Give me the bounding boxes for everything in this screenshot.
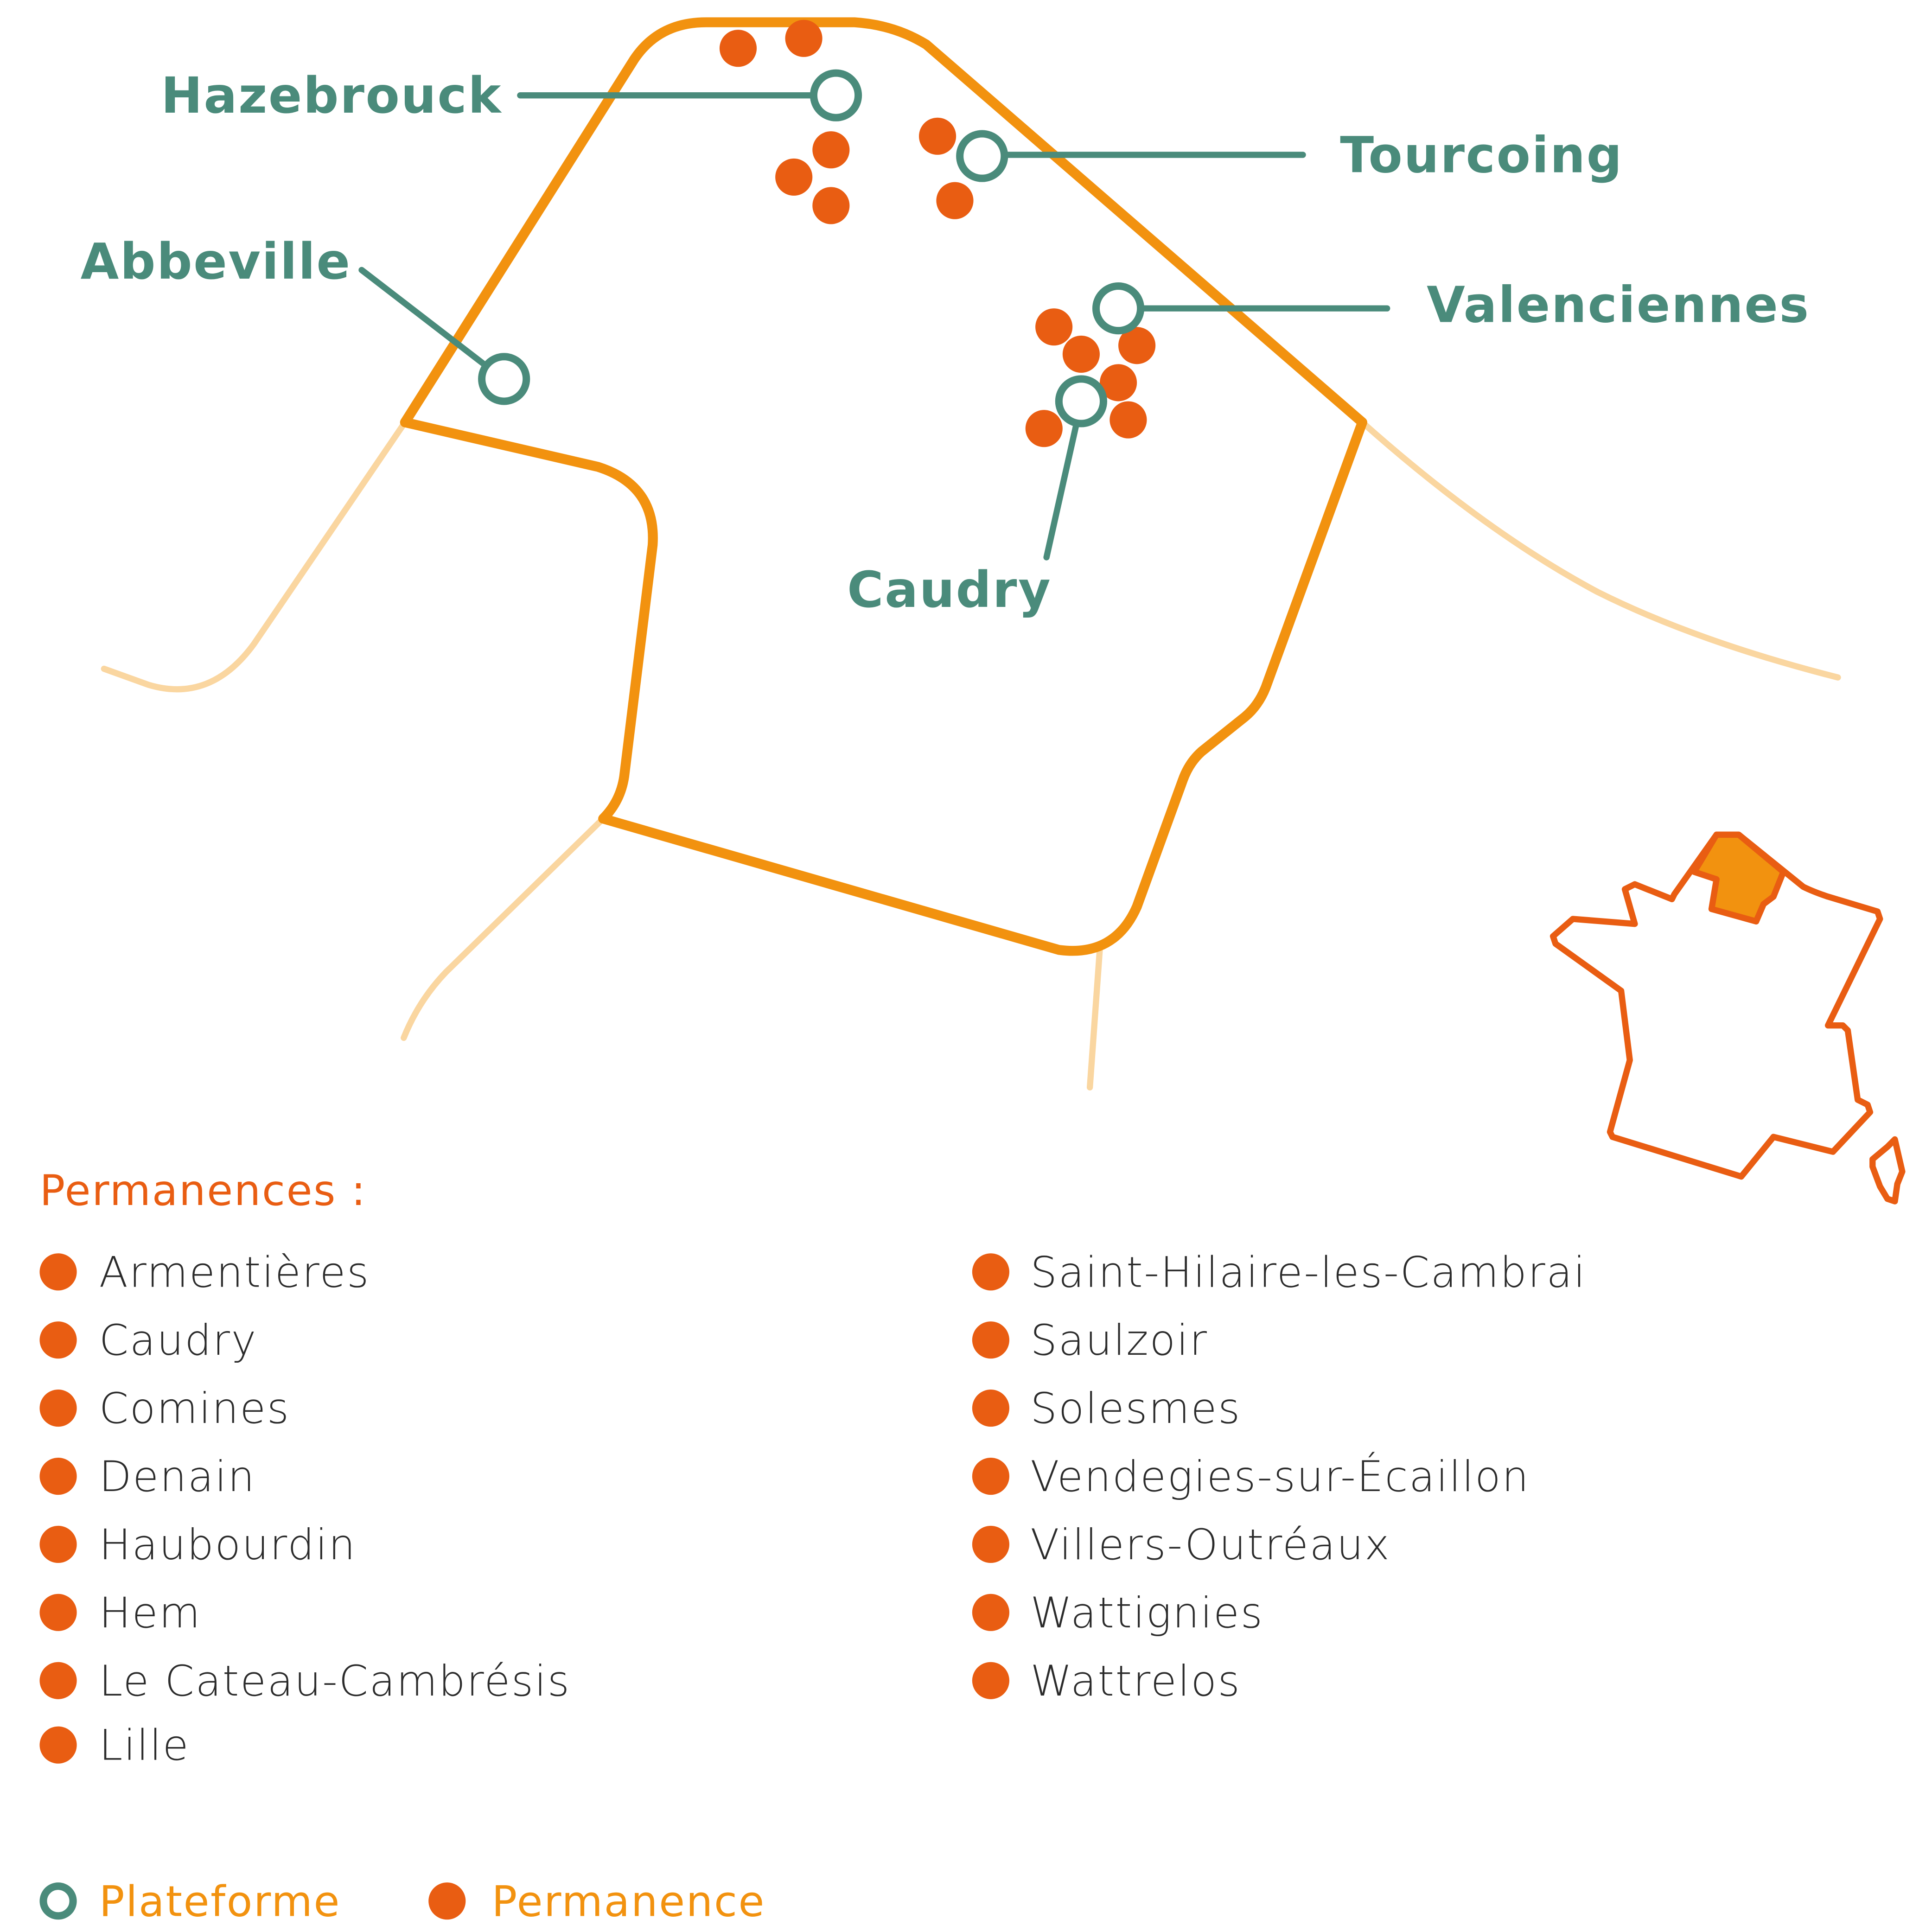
- list-item: Wattignies: [972, 1589, 1263, 1638]
- label-valenciennes: Valenciennes: [1427, 277, 1810, 334]
- plateforme-marker[interactable]: [1092, 282, 1145, 335]
- list-item: Hem: [39, 1589, 202, 1638]
- list-item-label: Comines: [99, 1384, 290, 1433]
- permanence-marker[interactable]: [775, 158, 813, 196]
- nord-region-highlight: [1691, 831, 1787, 925]
- roads: [101, 419, 1841, 1090]
- permanence-markers: [719, 19, 1156, 447]
- label-caudry: Caudry: [847, 561, 1052, 619]
- list-item-label: Le Cateau-Cambrésis: [99, 1657, 571, 1706]
- legend-permanence-label: Permanence: [491, 1877, 765, 1926]
- list-item: Caudry: [39, 1316, 257, 1365]
- list-item-label: Haubourdin: [99, 1521, 357, 1569]
- list-item-label: Vendegies-sur-Écaillon: [1030, 1452, 1530, 1501]
- list-item-label: Caudry: [99, 1316, 257, 1365]
- road-southwest: [401, 815, 606, 1041]
- bullet-dot-icon: [972, 1321, 1009, 1359]
- permanence-marker[interactable]: [918, 117, 956, 155]
- bullet-dot-icon: [39, 1726, 77, 1764]
- region-outline: [400, 17, 1367, 956]
- permanence-marker[interactable]: [936, 182, 974, 219]
- list-item-label: Solesmes: [1030, 1384, 1241, 1433]
- bullet-dot-icon: [39, 1321, 77, 1359]
- permanence-marker[interactable]: [719, 30, 757, 67]
- list-item: Le Cateau-Cambrésis: [39, 1657, 571, 1706]
- bullet-dot-icon: [39, 1457, 77, 1495]
- list-item: Saint-Hilaire-les-Cambrai: [972, 1248, 1586, 1297]
- plateforme-marker[interactable]: [478, 353, 530, 405]
- list-item-label: Hem: [99, 1589, 202, 1638]
- permanence-marker[interactable]: [785, 19, 823, 57]
- plateforme-marker[interactable]: [956, 130, 1008, 182]
- list-item: Armentières: [39, 1248, 370, 1297]
- list-item-label: Armentières: [99, 1248, 370, 1297]
- bullet-dot-icon: [972, 1525, 1009, 1563]
- plateforme-marker[interactable]: [810, 69, 862, 121]
- label-abbeville: Abbeville: [81, 233, 351, 291]
- bullet-dot-icon: [39, 1594, 77, 1631]
- road-south: [1086, 947, 1103, 1090]
- list-item-label: Wattrelos: [1030, 1657, 1241, 1706]
- label-tourcoing: Tourcoing: [1340, 127, 1623, 184]
- road-west: [101, 419, 408, 693]
- bullet-dot-icon: [39, 1390, 77, 1427]
- list-item: Denain: [39, 1453, 255, 1501]
- list-item: Saulzoir: [972, 1316, 1208, 1365]
- list-item: Vendegies-sur-Écaillon: [972, 1452, 1530, 1501]
- list-item-label: Saulzoir: [1030, 1316, 1208, 1365]
- permanence-marker[interactable]: [1099, 364, 1137, 402]
- plateforme-valenciennes[interactable]: Valenciennes: [1092, 277, 1810, 335]
- bullet-dot-icon: [39, 1525, 77, 1563]
- bullet-dot-icon: [972, 1457, 1009, 1495]
- label-hazebrouck: Hazebrouck: [161, 67, 502, 125]
- corsica-outline: [1869, 1136, 1906, 1205]
- bullet-dot-icon: [972, 1594, 1009, 1631]
- permanence-marker[interactable]: [812, 131, 850, 169]
- permanence-marker[interactable]: [1062, 335, 1100, 373]
- plateforme-abbeville[interactable]: Abbeville: [81, 233, 530, 405]
- permanences-title: Permanences :: [39, 1167, 366, 1215]
- list-item-label: Lille: [99, 1722, 190, 1770]
- permanences-list-col2: Saint-Hilaire-les-Cambrai Saulzoir Soles…: [972, 1248, 1586, 1706]
- france-inset-map: [1549, 831, 1906, 1205]
- permanence-legend-icon: [428, 1882, 466, 1920]
- list-item: Wattrelos: [972, 1657, 1241, 1706]
- bullet-dot-icon: [39, 1253, 77, 1291]
- plateforme-tourcoing[interactable]: Tourcoing: [956, 127, 1623, 184]
- road-east: [1359, 419, 1841, 681]
- permanence-marker[interactable]: [1109, 401, 1147, 439]
- plateforme-hazebrouck[interactable]: Hazebrouck: [161, 67, 862, 125]
- bullet-dot-icon: [972, 1253, 1009, 1291]
- permanences-list-col1: Armentières Caudry Comines Denain Haubou…: [39, 1248, 571, 1770]
- list-item: Comines: [39, 1384, 290, 1433]
- bullet-dot-icon: [972, 1390, 1009, 1427]
- list-item: Solesmes: [972, 1384, 1241, 1433]
- plateforme-caudry[interactable]: Caudry: [847, 375, 1108, 619]
- leader-line: [358, 267, 489, 369]
- map-legend: Plateforme Permanence: [39, 1877, 765, 1926]
- bullet-dot-icon: [972, 1662, 1009, 1699]
- france-outline: [1549, 831, 1883, 1180]
- plateforme-legend-icon: [39, 1882, 77, 1920]
- list-item-label: Denain: [99, 1453, 256, 1501]
- list-item-label: Wattignies: [1030, 1589, 1263, 1638]
- list-item-label: Saint-Hilaire-les-Cambrai: [1030, 1248, 1586, 1297]
- leader-line: [1043, 421, 1079, 561]
- permanence-marker[interactable]: [812, 187, 850, 224]
- list-item-label: Villers-Outréaux: [1030, 1521, 1390, 1569]
- permanence-marker[interactable]: [1025, 410, 1063, 447]
- permanence-marker[interactable]: [1035, 308, 1073, 346]
- plateforme-marker[interactable]: [1055, 375, 1108, 427]
- permanence-marker[interactable]: [1118, 327, 1156, 364]
- list-item: Haubourdin: [39, 1521, 357, 1569]
- bullet-dot-icon: [39, 1662, 77, 1699]
- legend-plateforme-label: Plateforme: [99, 1877, 341, 1926]
- list-item: Lille: [39, 1722, 190, 1770]
- list-item: Villers-Outréaux: [972, 1521, 1390, 1569]
